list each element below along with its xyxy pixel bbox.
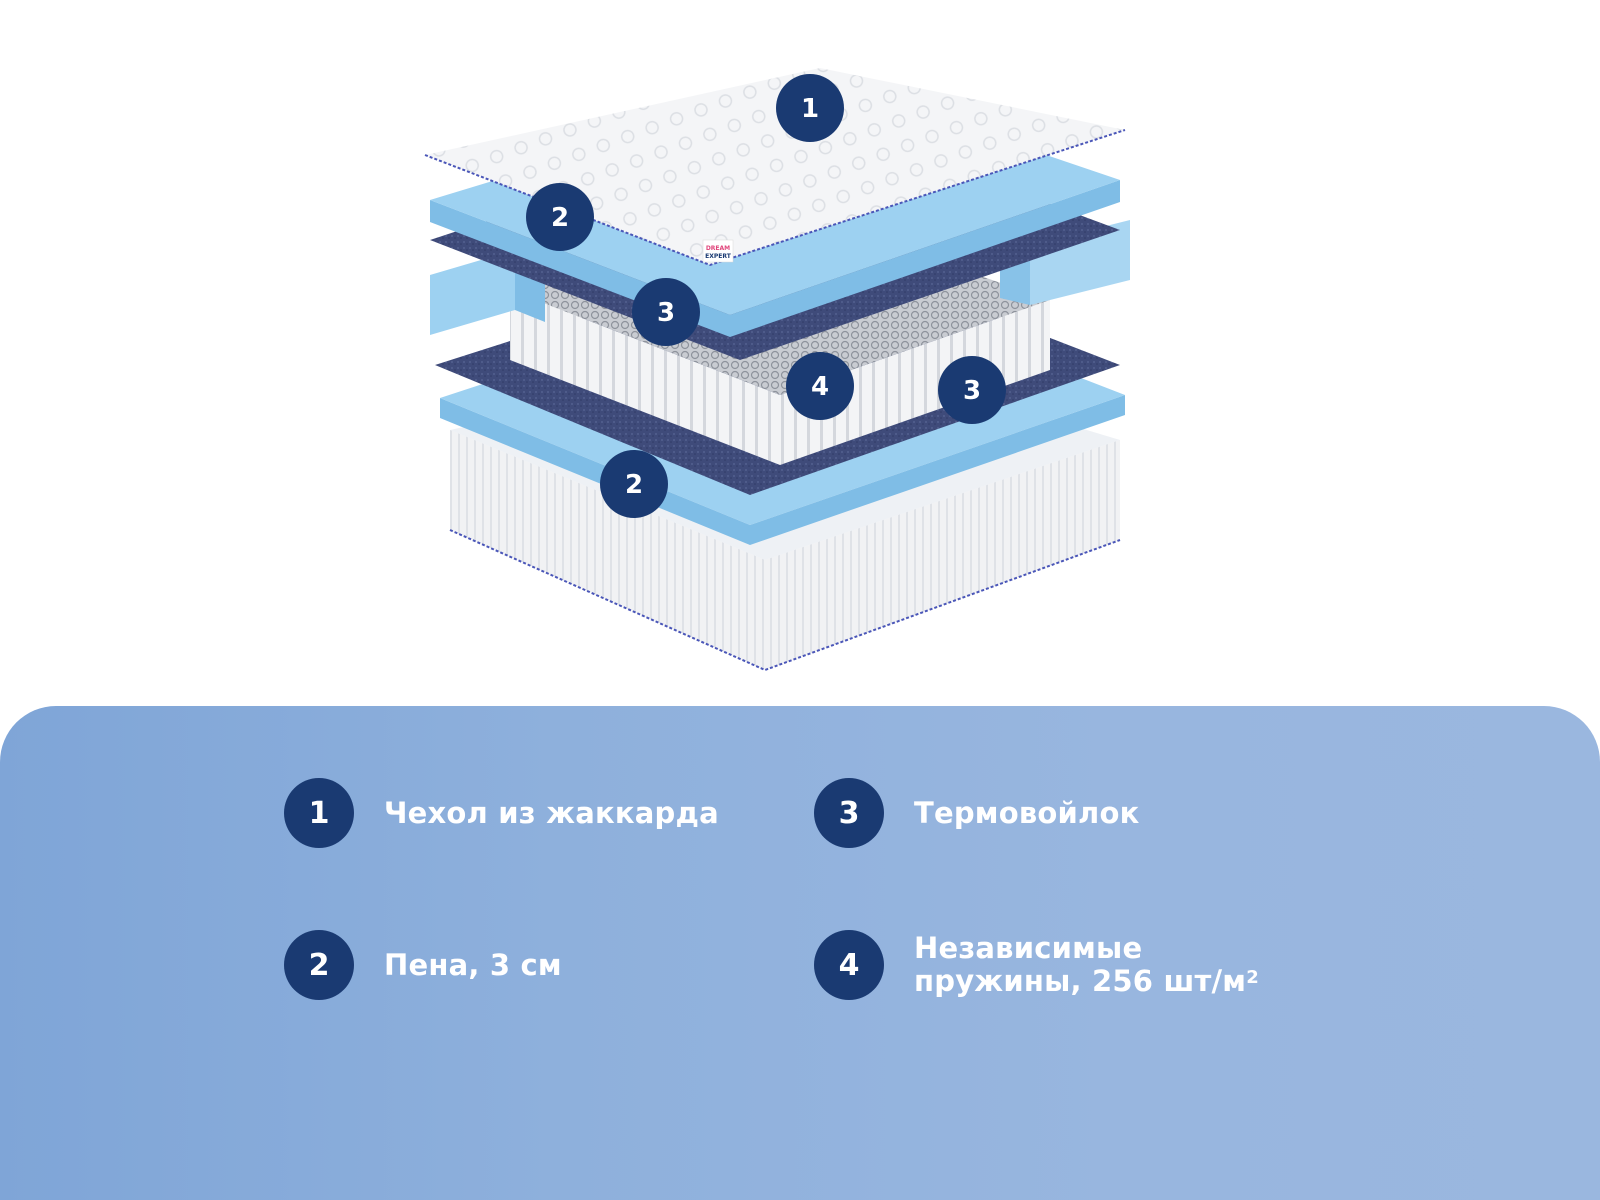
marker-2-bottom: 2 xyxy=(600,450,668,518)
marker-3-bottom: 3 xyxy=(938,356,1006,424)
legend-label-line-2: пружины, 256 шт/м2 xyxy=(914,964,1259,998)
legend-panel: 1 Чехол из жаккарда 2 Пена, 3 см 3 Термо… xyxy=(0,706,1600,1200)
legend-item-2: 2 Пена, 3 см xyxy=(284,930,562,1000)
superscript: 2 xyxy=(1246,967,1259,988)
legend-label-line-1: Независимые xyxy=(914,931,1143,965)
legend-number-badge: 2 xyxy=(284,930,354,1000)
svg-text:2: 2 xyxy=(625,470,643,500)
svg-text:3: 3 xyxy=(657,298,675,328)
legend-item-4: 4 Независимые пружины, 256 шт/м2 xyxy=(814,930,1259,1000)
svg-text:DREAM: DREAM xyxy=(706,245,730,252)
mattress-layers-illustration: DREAM EXPERT 1 2 3 4 3 2 xyxy=(420,60,1180,680)
legend-label: Независимые пружины, 256 шт/м2 xyxy=(914,932,1259,998)
legend-number-badge: 3 xyxy=(814,778,884,848)
svg-text:4: 4 xyxy=(811,372,829,402)
legend-item-1: 1 Чехол из жаккарда xyxy=(284,778,719,848)
marker-3-top: 3 xyxy=(632,278,700,346)
legend-number-badge: 4 xyxy=(814,930,884,1000)
svg-text:EXPERT: EXPERT xyxy=(705,253,732,260)
svg-text:3: 3 xyxy=(963,376,981,406)
marker-4: 4 xyxy=(786,352,854,420)
legend-item-3: 3 Термовойлок xyxy=(814,778,1139,848)
legend-label: Пена, 3 см xyxy=(384,947,562,982)
marker-1: 1 xyxy=(776,74,844,142)
svg-text:1: 1 xyxy=(801,94,819,124)
marker-2-top: 2 xyxy=(526,183,594,251)
svg-text:2: 2 xyxy=(551,203,569,233)
legend-label: Чехол из жаккарда xyxy=(384,795,719,830)
legend-number-badge: 1 xyxy=(284,778,354,848)
legend-label: Термовойлок xyxy=(914,795,1140,830)
cover-layer: DREAM EXPERT xyxy=(424,68,1126,267)
